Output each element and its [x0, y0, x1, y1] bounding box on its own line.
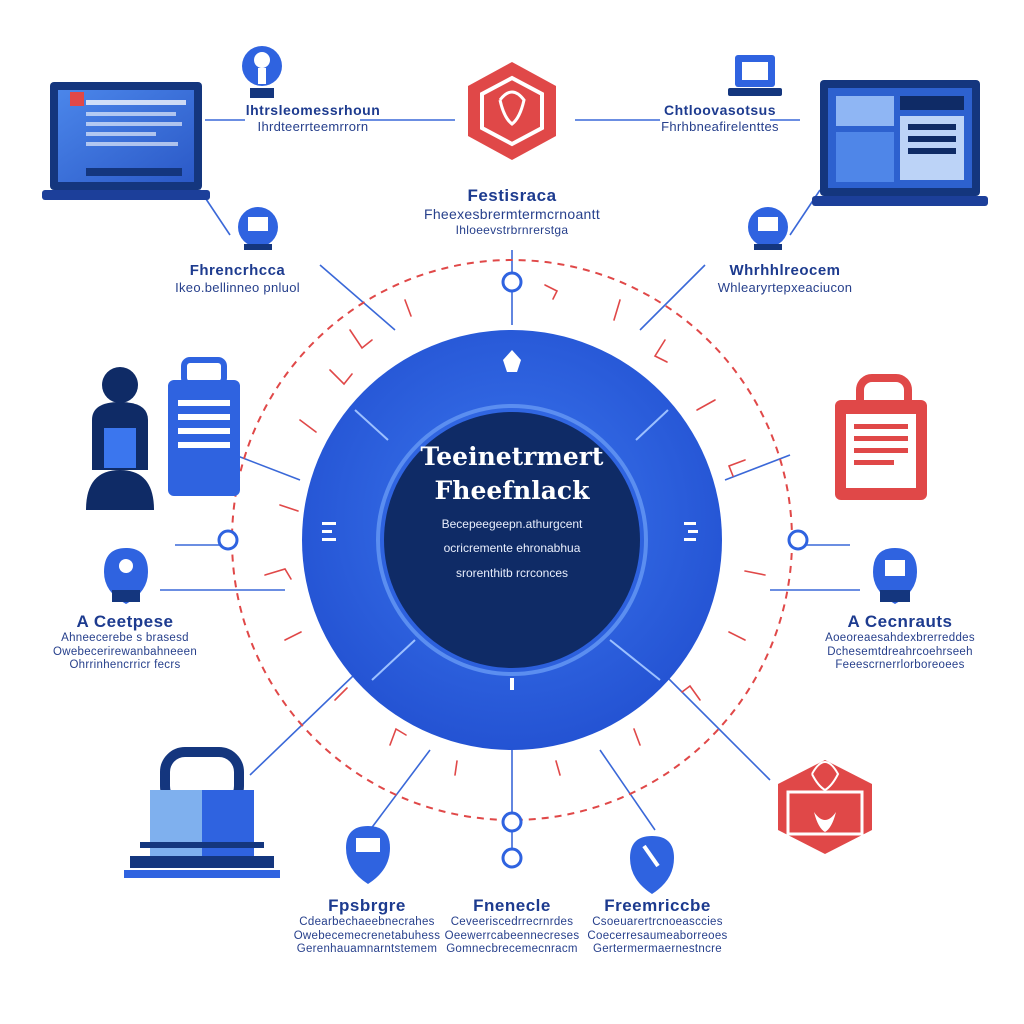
location-pin-icon-left: [238, 207, 278, 250]
hub-title-line2: Fheefnlack: [434, 475, 590, 505]
user-location-icon-right: [873, 548, 917, 604]
label-bottom-left-title: Fpsbrgre: [328, 896, 406, 915]
label-right-desc2: Dchesemtdreahrcoehrseeh: [827, 645, 973, 658]
label-bottom-center-desc1: Ceveeriscedrrecrnrdes: [450, 916, 574, 929]
label-top-left-desc: Ihrdteerrteemrrorn: [257, 118, 369, 134]
label-mid-right-desc: Whlearyrtepxeaciucon: [717, 279, 853, 295]
label-top-center: Festisraca Fheexesbrermtermcrnoantt Ihlo…: [392, 186, 632, 237]
label-bottom-center-desc2: Oeewerrcabeennecreses: [444, 929, 580, 942]
calendar-pin-icon: [346, 826, 390, 884]
label-top-left-title: lhtrsleomessrhoun: [245, 102, 381, 118]
location-pin-icon-right: [748, 207, 788, 250]
label-mid-left: Fhrencrhcca Ikeo.bellinneo pnluol: [150, 262, 325, 295]
red-shield-icon: [778, 760, 872, 854]
label-bottom-center-title: Fnenecle: [473, 896, 551, 915]
label-top-right-desc: Fhrhbneafirelenttes: [661, 118, 779, 134]
label-bottom-left: Fpsbrgre Cdearbechaeebnecrahes Owebeceme…: [292, 896, 442, 957]
label-left-desc1: Ahneecerebe s brasesd: [61, 632, 189, 645]
label-top-center-title: Festisraca: [467, 186, 557, 205]
label-bottom-center: Fnenecle Ceveeriscedrrecrnrdes Oeewerrca…: [437, 896, 587, 957]
label-bottom-right: Freemriccbe Csoeuarertrcnoeasccies Coece…: [580, 896, 735, 957]
hub-dividers: [354, 409, 669, 681]
label-right-desc1: Aoeoreaesahdexbrerreddes: [825, 632, 975, 645]
label-bottom-left-desc1: Cdearbechaeebnecrahes: [299, 916, 435, 929]
hub-desc-line2: ocricremente ehronabhua: [443, 541, 581, 556]
label-top-center-desc1: Fheexesbrermtermcrnoantt: [423, 206, 601, 223]
laptop-icon: [728, 55, 782, 96]
user-location-icon-left: [104, 548, 148, 604]
hub-inner-ring: [376, 404, 648, 676]
label-mid-right: Whrhhlreocem Whlearyrtepxeaciucon: [690, 262, 880, 295]
hub-inner-circle: [384, 412, 640, 668]
tag-pin-icon: [630, 836, 674, 894]
label-top-center-desc2: Ihloeevstrbrnrerstga: [455, 222, 569, 237]
shield-icon: [468, 62, 556, 160]
label-bottom-right-desc1: Csoeuarertrcnoeasccies: [592, 916, 723, 929]
person-with-document-icon: [86, 357, 240, 510]
label-right: A Cecnrauts Aoeoreaesahdexbrerreddes Dch…: [815, 612, 985, 673]
label-bottom-left-desc2: Owebecemecrenetabuhess: [293, 929, 441, 942]
secure-building-icon: [124, 747, 280, 878]
label-left-desc3: Ohrrinhencrricr fecrs: [69, 659, 181, 672]
user-pin-icon: [242, 46, 282, 98]
document-lock-icon: [835, 374, 927, 500]
label-bottom-center-desc3: Gomnecbrecemecnracm: [446, 943, 578, 956]
label-mid-left-desc: Ikeo.bellinneo pnluol: [175, 279, 300, 295]
label-top-right: Chtloovasotsus Fhrhbneafirelenttes: [640, 102, 800, 134]
dashboard-monitor-icon: [812, 80, 988, 206]
label-left-desc2: Owebecerirewanbahneeen: [52, 645, 198, 658]
label-mid-left-title: Fhrencrhcca: [189, 262, 286, 279]
label-bottom-right-title: Freemriccbe: [604, 896, 711, 915]
label-bottom-right-desc2: Coecerresaumeaborreoes: [587, 929, 728, 942]
label-top-right-title: Chtloovasotsus: [663, 102, 776, 118]
ring-red-ticks: [264, 284, 766, 776]
label-bottom-left-desc3: Gerenhauamnarntstemem: [296, 943, 438, 956]
label-right-title: A Cecnrauts: [847, 612, 953, 631]
hub-text: Teeinetrmert Fheefnlack Becepeegeepn.ath…: [392, 440, 632, 582]
monitor-icon: [42, 82, 210, 200]
hub-desc-line3: srorenthitb rcrconces: [455, 566, 569, 581]
label-mid-right-title: Whrhhlreocem: [729, 262, 841, 279]
hub-title-line1: Teeinetrmert: [420, 442, 604, 471]
label-left: A Ceetpese Ahneecerebe s brasesd Owebece…: [40, 612, 210, 673]
hub-desc-line1: Becepeegeepn.athurgcent: [441, 516, 583, 531]
label-right-desc3: Feeescrnerrlorboreoees: [835, 659, 965, 672]
ring-nodes: [217, 271, 809, 869]
label-left-title: A Ceetpese: [76, 612, 174, 631]
label-top-left: lhtrsleomessrhoun Ihrdteerrteemrrorn: [228, 102, 398, 134]
label-bottom-right-desc3: Gertermermaernestncre: [592, 943, 722, 956]
hub-marks: [322, 350, 698, 690]
